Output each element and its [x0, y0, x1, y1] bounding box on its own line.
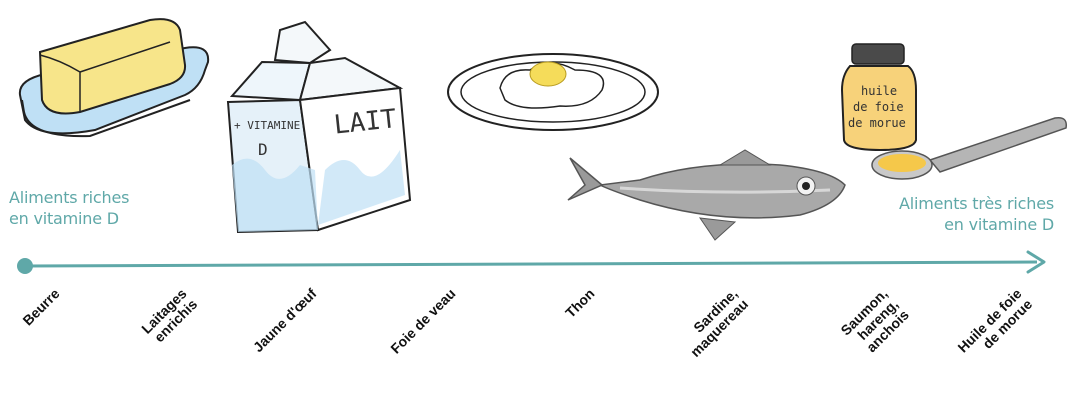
cod-liver-oil-jar-icon: huile de foie de morue [842, 44, 916, 150]
arrow-icon [17, 252, 1044, 274]
right-label: Aliments très riches en vitamine D [899, 193, 1054, 235]
left-label: Aliments riches en vitamine D [9, 187, 129, 229]
jar-label-line2: de foie [853, 100, 904, 114]
jar-label-line1: huile [861, 84, 897, 98]
sardine-fish-icon [568, 150, 845, 240]
carton-side-text-1: + VITAMINE [234, 119, 300, 132]
jar-label-line3: de morue [848, 116, 906, 130]
carton-side-text-2: D [258, 140, 268, 159]
fried-egg-icon [448, 54, 658, 130]
butter-dish-icon [20, 19, 208, 136]
milk-carton-icon: + VITAMINE D LAIT [228, 22, 410, 232]
